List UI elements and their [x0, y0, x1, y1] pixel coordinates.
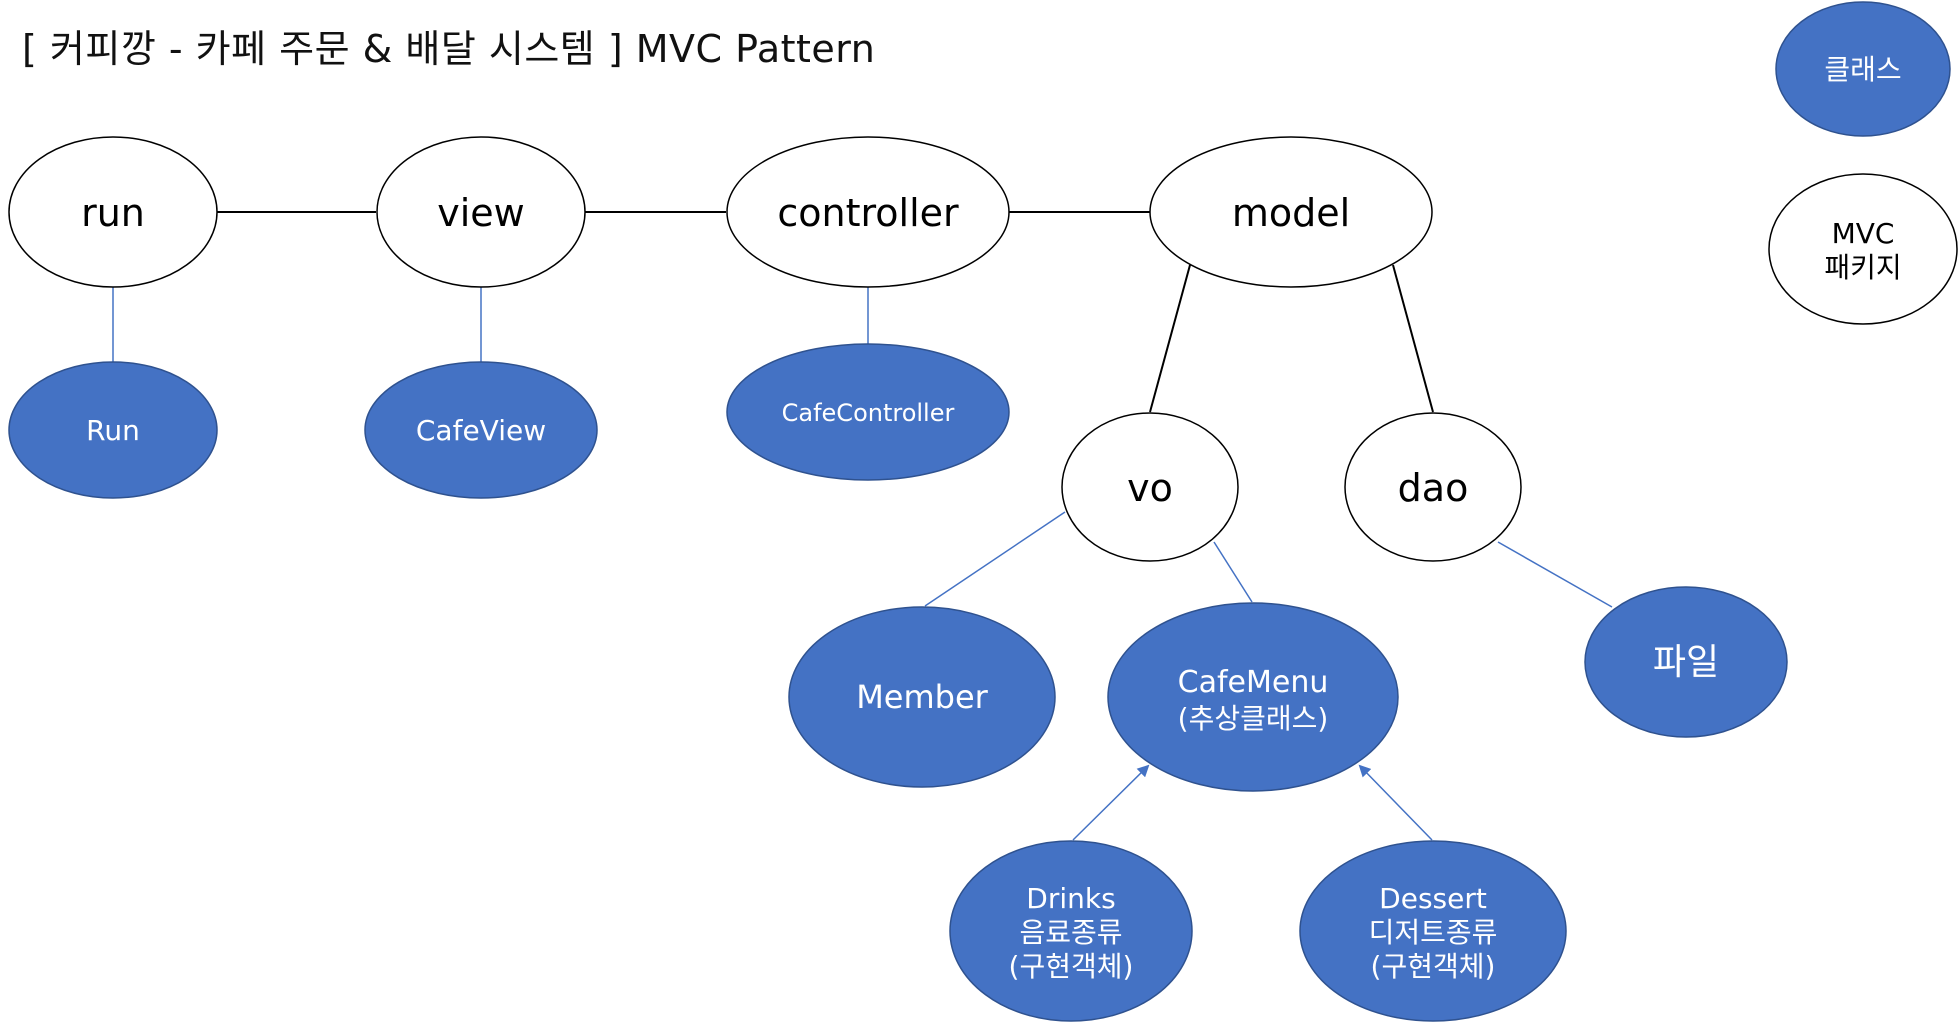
legend-class-label: 클래스 — [1824, 53, 1901, 86]
legend-package: MVC 패키지 — [1768, 173, 1958, 325]
package-label-model: model — [1232, 191, 1350, 235]
inherit-drinks-cafemenu — [1072, 764, 1150, 841]
package-node-controller: controller — [726, 136, 1010, 288]
legend-class: 클래스 — [1775, 1, 1951, 137]
edge-model-dao — [1392, 264, 1434, 413]
class-label-Drinks-line1: Drinks — [1026, 882, 1115, 915]
class-node-Run: Run — [8, 361, 218, 499]
diagram-title: [ 커피깡 - 카페 주문 & 배달 시스템 ] MVC Pattern — [22, 27, 876, 71]
class-label-Member: Member — [856, 678, 988, 716]
class-node-file: 파일 — [1584, 586, 1788, 738]
class-node-CafeMenu: CafeMenu (추상클래스) — [1107, 602, 1399, 792]
class-label-CafeController: CafeController — [782, 399, 955, 427]
edge-model-vo — [1149, 264, 1191, 413]
class-label-Drinks-line3: (구현객체) — [1009, 950, 1134, 983]
class-label-Drinks-line2: 음료종류 — [1019, 916, 1122, 949]
class-label-CafeMenu-line2: (추상클래스) — [1178, 702, 1329, 735]
inherit-dessert-cafemenu — [1358, 764, 1433, 841]
class-node-CafeController: CafeController — [726, 343, 1010, 481]
legend-package-label-line2: 패키지 — [1824, 251, 1901, 284]
package-label-dao: dao — [1398, 466, 1469, 510]
class-label-CafeView: CafeView — [416, 414, 546, 447]
package-node-view: view — [376, 136, 586, 288]
class-node-Member: Member — [788, 606, 1056, 788]
edge-vo-CafeMenu — [1213, 541, 1253, 603]
package-node-model: model — [1149, 136, 1433, 288]
package-node-run: run — [8, 136, 218, 288]
edge-dao-file — [1497, 541, 1613, 608]
package-node-dao: dao — [1344, 412, 1522, 562]
package-label-view: view — [437, 191, 525, 235]
edge-vo-Member — [924, 511, 1066, 607]
class-node-CafeView: CafeView — [364, 361, 598, 499]
class-label-CafeMenu-line1: CafeMenu — [1178, 665, 1329, 700]
class-label-Run: Run — [86, 414, 140, 447]
legend-package-label-line1: MVC — [1832, 217, 1895, 250]
class-label-Dessert-line2: 디저트종류 — [1369, 916, 1498, 949]
package-label-controller: controller — [777, 191, 959, 235]
package-label-vo: vo — [1127, 466, 1173, 510]
class-node-Dessert: Dessert 디저트종류 (구현객체) — [1299, 840, 1567, 1022]
class-label-Dessert-line1: Dessert — [1379, 882, 1487, 915]
class-label-Dessert-line3: (구현객체) — [1371, 950, 1496, 983]
package-node-vo: vo — [1061, 412, 1239, 562]
package-label-run: run — [81, 191, 145, 235]
class-node-Drinks: Drinks 음료종류 (구현객체) — [949, 840, 1193, 1022]
class-label-file: 파일 — [1653, 642, 1719, 683]
